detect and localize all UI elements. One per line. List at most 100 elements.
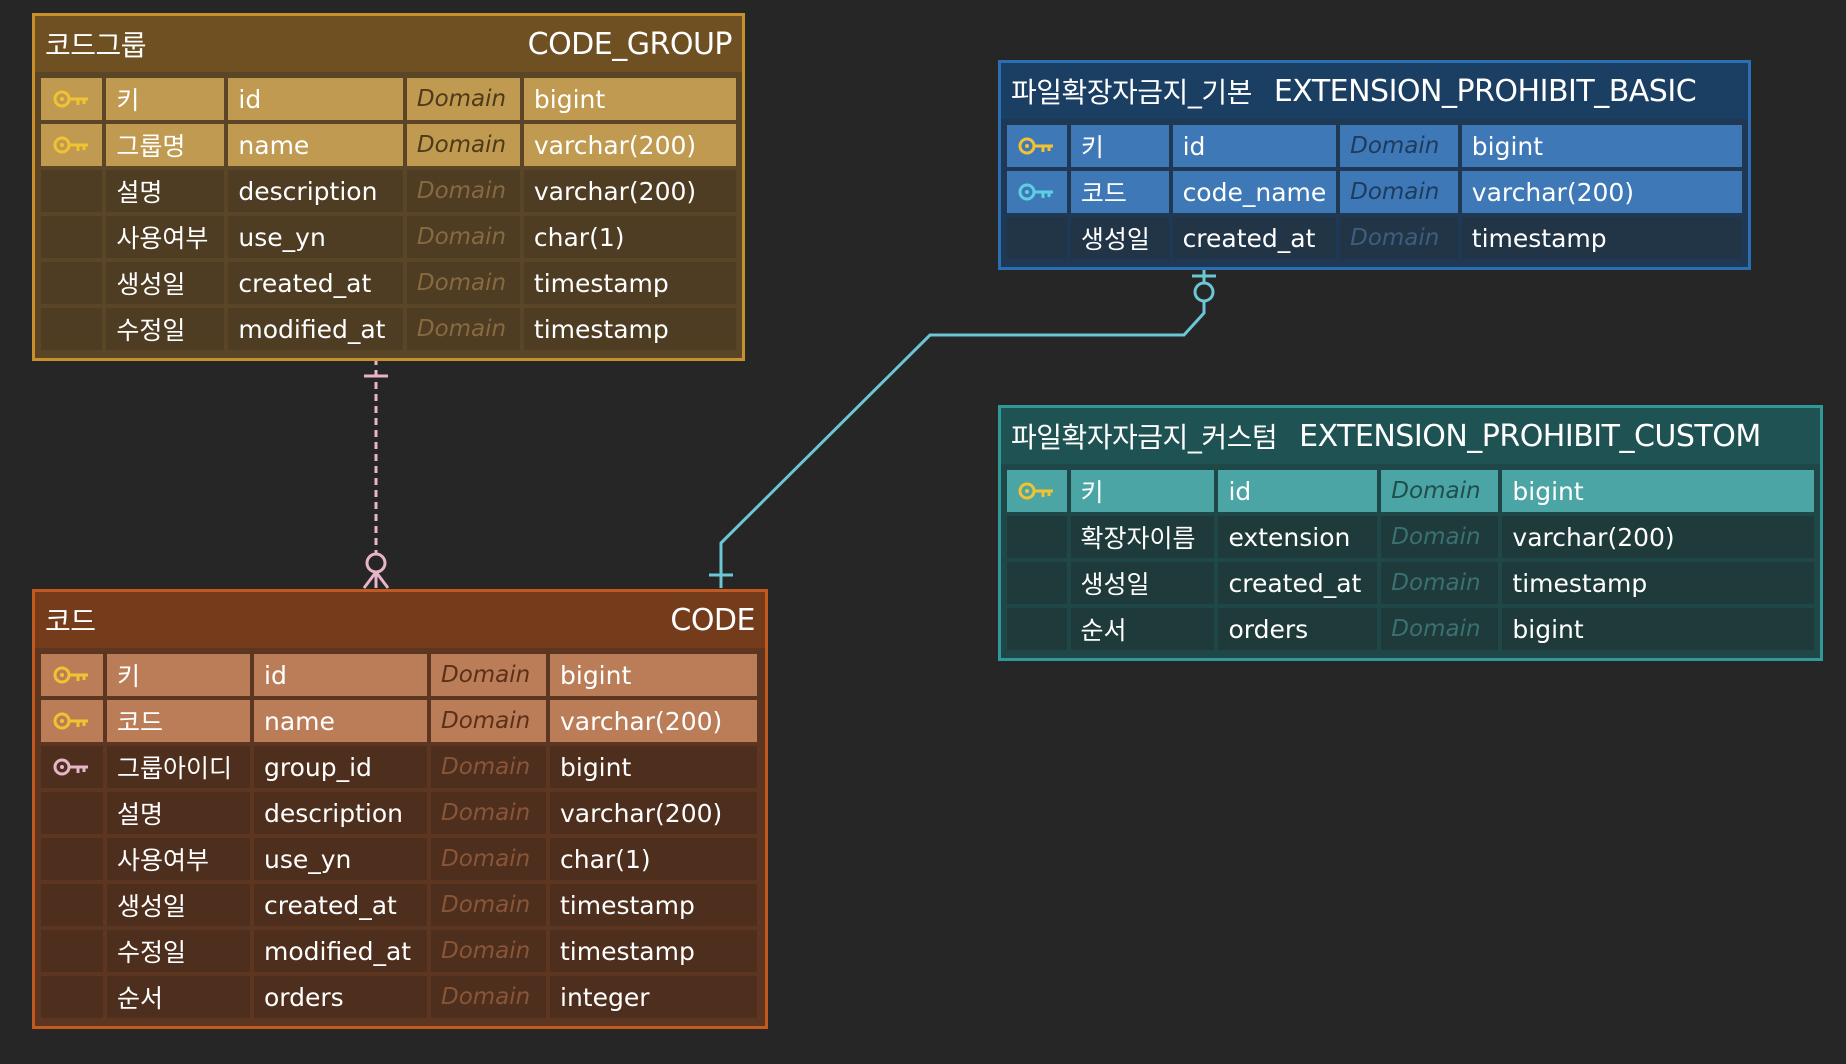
foreign-key-icon bbox=[41, 746, 103, 788]
column-type: timestamp bbox=[1461, 217, 1742, 259]
column-physical-name: created_at bbox=[1218, 562, 1378, 604]
column-row[interactable]: 생성일 created_at Domain timestamp bbox=[41, 884, 759, 926]
column-row[interactable]: 키 id Domain bigint bbox=[41, 654, 759, 696]
column-logical-name: 생성일 bbox=[107, 884, 250, 926]
column-physical-name: use_yn bbox=[254, 838, 427, 880]
column-row[interactable]: 코드 code_name Domain varchar(200) bbox=[1007, 171, 1742, 213]
column-type: bigint bbox=[1461, 125, 1742, 167]
column-logical-name: 순서 bbox=[1070, 608, 1215, 650]
column-domain: Domain bbox=[431, 654, 546, 696]
column-row[interactable]: 수정일 modified_at Domain timestamp bbox=[41, 930, 759, 972]
column-row[interactable]: 생성일 created_at Domain timestamp bbox=[41, 262, 736, 304]
column-physical-name: code_name bbox=[1172, 171, 1337, 213]
entity-code[interactable]: 코드 CODE 키 id Domain bigint 코드 name Domai… bbox=[32, 589, 768, 1029]
key-slot bbox=[41, 216, 103, 258]
key-slot bbox=[41, 170, 103, 212]
column-logical-name: 코드 bbox=[1070, 171, 1169, 213]
column-type: integer bbox=[550, 976, 757, 1018]
column-type: bigint bbox=[523, 78, 736, 120]
column-list: 키 id Domain bigint 그룹명 name Domain varch… bbox=[35, 72, 742, 358]
entity-header[interactable]: 코드그룹 CODE_GROUP bbox=[35, 16, 742, 72]
zero-cardinality-mark bbox=[365, 552, 387, 574]
column-domain: Domain bbox=[1340, 125, 1458, 167]
entity-header[interactable]: 파일확자자금지_커스텀 EXTENSION_PROHIBIT_CUSTOM bbox=[1001, 408, 1820, 464]
column-physical-name: id bbox=[228, 78, 403, 120]
entity-physical-name: CODE bbox=[670, 602, 755, 638]
column-physical-name: id bbox=[1172, 125, 1337, 167]
column-row[interactable]: 코드 name Domain varchar(200) bbox=[41, 700, 759, 742]
column-logical-name: 순서 bbox=[107, 976, 250, 1018]
column-row[interactable]: 확장자이름 extension Domain varchar(200) bbox=[1007, 516, 1815, 558]
entity-header[interactable]: 파일확장자금지_기본 EXTENSION_PROHIBIT_BASIC bbox=[1001, 63, 1748, 119]
column-row[interactable]: 사용여부 use_yn Domain char(1) bbox=[41, 838, 759, 880]
column-logical-name: 확장자이름 bbox=[1070, 516, 1215, 558]
column-list: 키 id Domain bigint 코드 code_name Domain v… bbox=[1001, 119, 1748, 267]
column-row[interactable]: 사용여부 use_yn Domain char(1) bbox=[41, 216, 736, 258]
column-logical-name: 키 bbox=[1070, 470, 1215, 512]
key-slot bbox=[1007, 516, 1067, 558]
column-physical-name: id bbox=[254, 654, 427, 696]
column-domain: Domain bbox=[431, 976, 546, 1018]
column-domain: Domain bbox=[431, 930, 546, 972]
primary-key-icon bbox=[1007, 470, 1067, 512]
entity-header[interactable]: 코드 CODE bbox=[35, 592, 765, 648]
column-logical-name: 그룹명 bbox=[106, 124, 225, 166]
column-row[interactable]: 수정일 modified_at Domain timestamp bbox=[41, 308, 736, 350]
column-physical-name: name bbox=[254, 700, 427, 742]
column-domain: Domain bbox=[1381, 470, 1499, 512]
column-logical-name: 생성일 bbox=[1070, 217, 1169, 259]
column-type: varchar(200) bbox=[523, 124, 736, 166]
column-list: 키 id Domain bigint 코드 name Domain varcha… bbox=[35, 648, 765, 1026]
column-domain: Domain bbox=[406, 170, 520, 212]
entity-extension-prohibit-basic[interactable]: 파일확장자금지_기본 EXTENSION_PROHIBIT_BASIC 키 id… bbox=[998, 60, 1751, 270]
column-row[interactable]: 키 id Domain bigint bbox=[41, 78, 736, 120]
column-logical-name: 코드 bbox=[107, 700, 250, 742]
column-domain: Domain bbox=[406, 124, 520, 166]
relation-code-group-to-code[interactable] bbox=[362, 358, 390, 589]
column-domain: Domain bbox=[431, 700, 546, 742]
column-logical-name: 키 bbox=[1070, 125, 1169, 167]
column-row[interactable]: 그룹아이디 group_id Domain bigint bbox=[41, 746, 759, 788]
key-slot bbox=[41, 262, 103, 304]
column-row[interactable]: 생성일 created_at Domain timestamp bbox=[1007, 217, 1742, 259]
column-row[interactable]: 설명 description Domain varchar(200) bbox=[41, 170, 736, 212]
column-row[interactable]: 키 id Domain bigint bbox=[1007, 125, 1742, 167]
column-type: char(1) bbox=[523, 216, 736, 258]
column-row[interactable]: 키 id Domain bigint bbox=[1007, 470, 1815, 512]
column-type: varchar(200) bbox=[550, 792, 757, 834]
column-domain: Domain bbox=[406, 262, 520, 304]
entity-logical-name: 파일확자자금지_커스텀 bbox=[1011, 421, 1278, 454]
key-slot bbox=[1007, 608, 1067, 650]
column-type: bigint bbox=[1502, 608, 1815, 650]
key-slot bbox=[41, 792, 103, 834]
key-slot bbox=[41, 838, 103, 880]
column-domain: Domain bbox=[1340, 171, 1458, 213]
column-row[interactable]: 그룹명 name Domain varchar(200) bbox=[41, 124, 736, 166]
key-slot bbox=[1007, 217, 1067, 259]
column-physical-name: modified_at bbox=[254, 930, 427, 972]
column-row[interactable]: 생성일 created_at Domain timestamp bbox=[1007, 562, 1815, 604]
zero-cardinality-mark bbox=[1193, 281, 1215, 303]
column-physical-name: group_id bbox=[254, 746, 427, 788]
column-row[interactable]: 순서 orders Domain bigint bbox=[1007, 608, 1815, 650]
column-type: char(1) bbox=[550, 838, 757, 880]
column-row[interactable]: 순서 orders Domain integer bbox=[41, 976, 759, 1018]
column-type: varchar(200) bbox=[1502, 516, 1815, 558]
primary-key-icon bbox=[41, 654, 103, 696]
column-row[interactable]: 설명 description Domain varchar(200) bbox=[41, 792, 759, 834]
entity-logical-name: 코드그룹 bbox=[45, 29, 147, 62]
column-type: varchar(200) bbox=[550, 700, 757, 742]
column-domain: Domain bbox=[406, 216, 520, 258]
entity-extension-prohibit-custom[interactable]: 파일확자자금지_커스텀 EXTENSION_PROHIBIT_CUSTOM 키 … bbox=[998, 405, 1823, 661]
column-physical-name: created_at bbox=[1172, 217, 1337, 259]
column-domain: Domain bbox=[1381, 516, 1499, 558]
column-domain: Domain bbox=[1381, 608, 1499, 650]
column-logical-name: 설명 bbox=[107, 792, 250, 834]
column-type: bigint bbox=[550, 746, 757, 788]
entity-code-group[interactable]: 코드그룹 CODE_GROUP 키 id Domain bigint 그룹명 n… bbox=[32, 13, 745, 361]
column-domain: Domain bbox=[431, 884, 546, 926]
key-slot bbox=[41, 976, 103, 1018]
column-type: bigint bbox=[1502, 470, 1815, 512]
entity-physical-name: EXTENSION_PROHIBIT_BASIC bbox=[1273, 73, 1697, 109]
column-logical-name: 생성일 bbox=[1070, 562, 1215, 604]
